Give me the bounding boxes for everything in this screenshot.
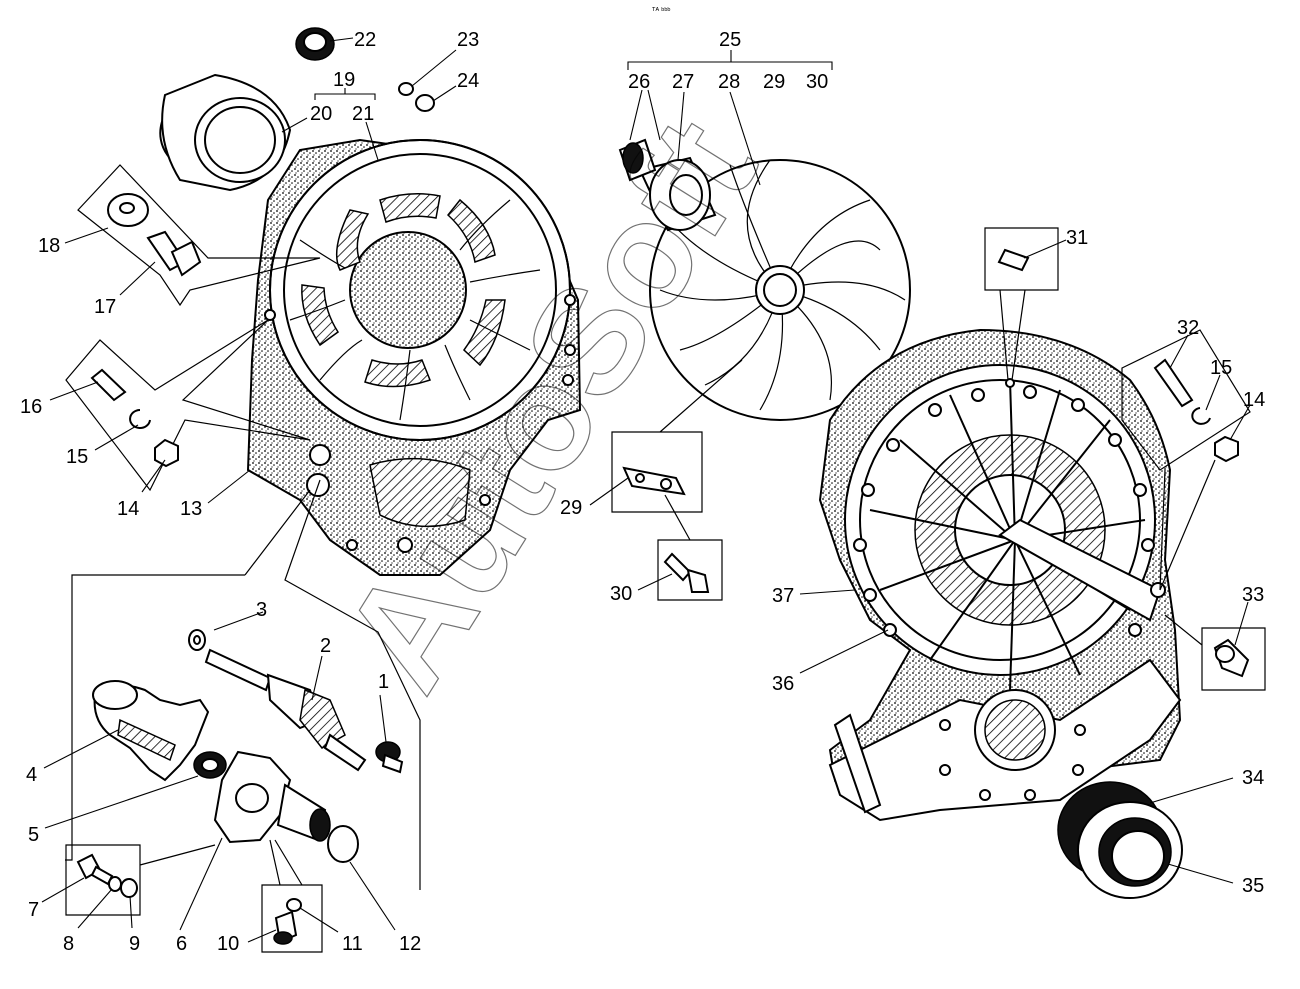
pin-31 [997, 248, 1030, 272]
drive-shaft-2 [204, 648, 367, 772]
callout-15: 15 [66, 446, 88, 468]
washer-11 [286, 898, 302, 912]
group-frame-33 [1164, 614, 1266, 691]
right-housing [818, 328, 1182, 822]
flange-bracket-6 [213, 750, 331, 844]
group-frame-31 [984, 227, 1059, 381]
o-ring-12 [327, 825, 359, 863]
group-frame-17-18 [77, 164, 321, 307]
callout-10: 10 [217, 933, 239, 955]
washer-9 [120, 878, 138, 898]
callout-12: 12 [399, 933, 421, 955]
callout-37: 37 [772, 585, 794, 607]
callout-14: 14 [117, 498, 139, 520]
callout-30: 30 [806, 71, 828, 93]
drain-plug-10 [273, 910, 298, 945]
callout-23: 23 [457, 29, 479, 51]
group-frame-10-11 [261, 839, 323, 953]
callout-15-right: 15 [1210, 357, 1232, 379]
nut-14-right [1214, 435, 1239, 463]
callout-32: 32 [1177, 317, 1199, 339]
callout-29: 29 [763, 71, 785, 93]
callout-19: 19 [333, 69, 355, 91]
callout-1: 1 [378, 671, 389, 693]
callout-31: 31 [1066, 227, 1088, 249]
left-housing [246, 138, 582, 576]
ring-23 [398, 82, 414, 96]
callout-22: 22 [354, 29, 376, 51]
plug-1 [375, 741, 404, 774]
callout-28: 28 [718, 71, 740, 93]
callout-18: 18 [38, 235, 60, 257]
ring-24 [415, 94, 435, 112]
washer-15 [129, 409, 151, 429]
bolt-30 [663, 552, 710, 593]
washer-18 [107, 193, 149, 227]
callout-8: 8 [63, 933, 74, 955]
callout-24: 24 [457, 70, 479, 92]
sensor-housing-4 [92, 680, 210, 782]
callout-26: 26 [628, 71, 650, 93]
callout-20: 20 [310, 103, 332, 125]
bearing-ring-20 [159, 73, 292, 192]
leader-lines [41, 37, 1251, 943]
stud-16 [90, 368, 127, 402]
group-frame-7-9 [65, 844, 216, 916]
callout-4: 4 [26, 764, 37, 786]
callout-29-left: 29 [560, 497, 582, 519]
group-frame-1-12 [65, 479, 421, 890]
callout-5: 5 [28, 824, 39, 846]
callout-21: 21 [352, 103, 374, 125]
impeller-25 [618, 138, 911, 421]
bolt-17 [146, 230, 202, 277]
plate-29 [622, 466, 686, 496]
callout-34: 34 [1242, 767, 1264, 789]
callout-labels: 1 2 3 4 5 6 7 8 9 10 11 12 13 14 15 16 1… [20, 29, 1265, 955]
group-frame-14-16 [65, 319, 311, 492]
callout-9: 9 [129, 933, 140, 955]
washer-8 [108, 876, 122, 892]
plug-33 [1213, 638, 1250, 678]
callout-14-right: 14 [1243, 389, 1265, 411]
group-frame-29 [611, 359, 743, 513]
callout-7: 7 [28, 899, 39, 921]
seal-5 [193, 751, 227, 779]
nut-14 [154, 438, 179, 468]
washer-15-right [1191, 407, 1211, 425]
callout-35: 35 [1242, 875, 1264, 897]
callout-25: 25 [719, 29, 741, 51]
callout-17: 17 [94, 296, 116, 318]
callout-33: 33 [1242, 584, 1264, 606]
header-caption: ᵀᴬ ᵇᵇᵇ [652, 6, 670, 15]
callout-13: 13 [180, 498, 202, 520]
callout-3: 3 [256, 599, 267, 621]
callout-30-left: 30 [610, 583, 632, 605]
callout-6: 6 [176, 933, 187, 955]
cap-22 [295, 27, 335, 61]
washer-3 [188, 629, 206, 651]
callout-16: 16 [20, 396, 42, 418]
callout-27: 27 [672, 71, 694, 93]
callout-11: 11 [342, 933, 363, 955]
stud-32 [1153, 358, 1194, 408]
callout-2: 2 [320, 635, 331, 657]
callout-36: 36 [772, 673, 794, 695]
bolt-7 [76, 853, 114, 886]
bearing-34 [1057, 781, 1183, 899]
